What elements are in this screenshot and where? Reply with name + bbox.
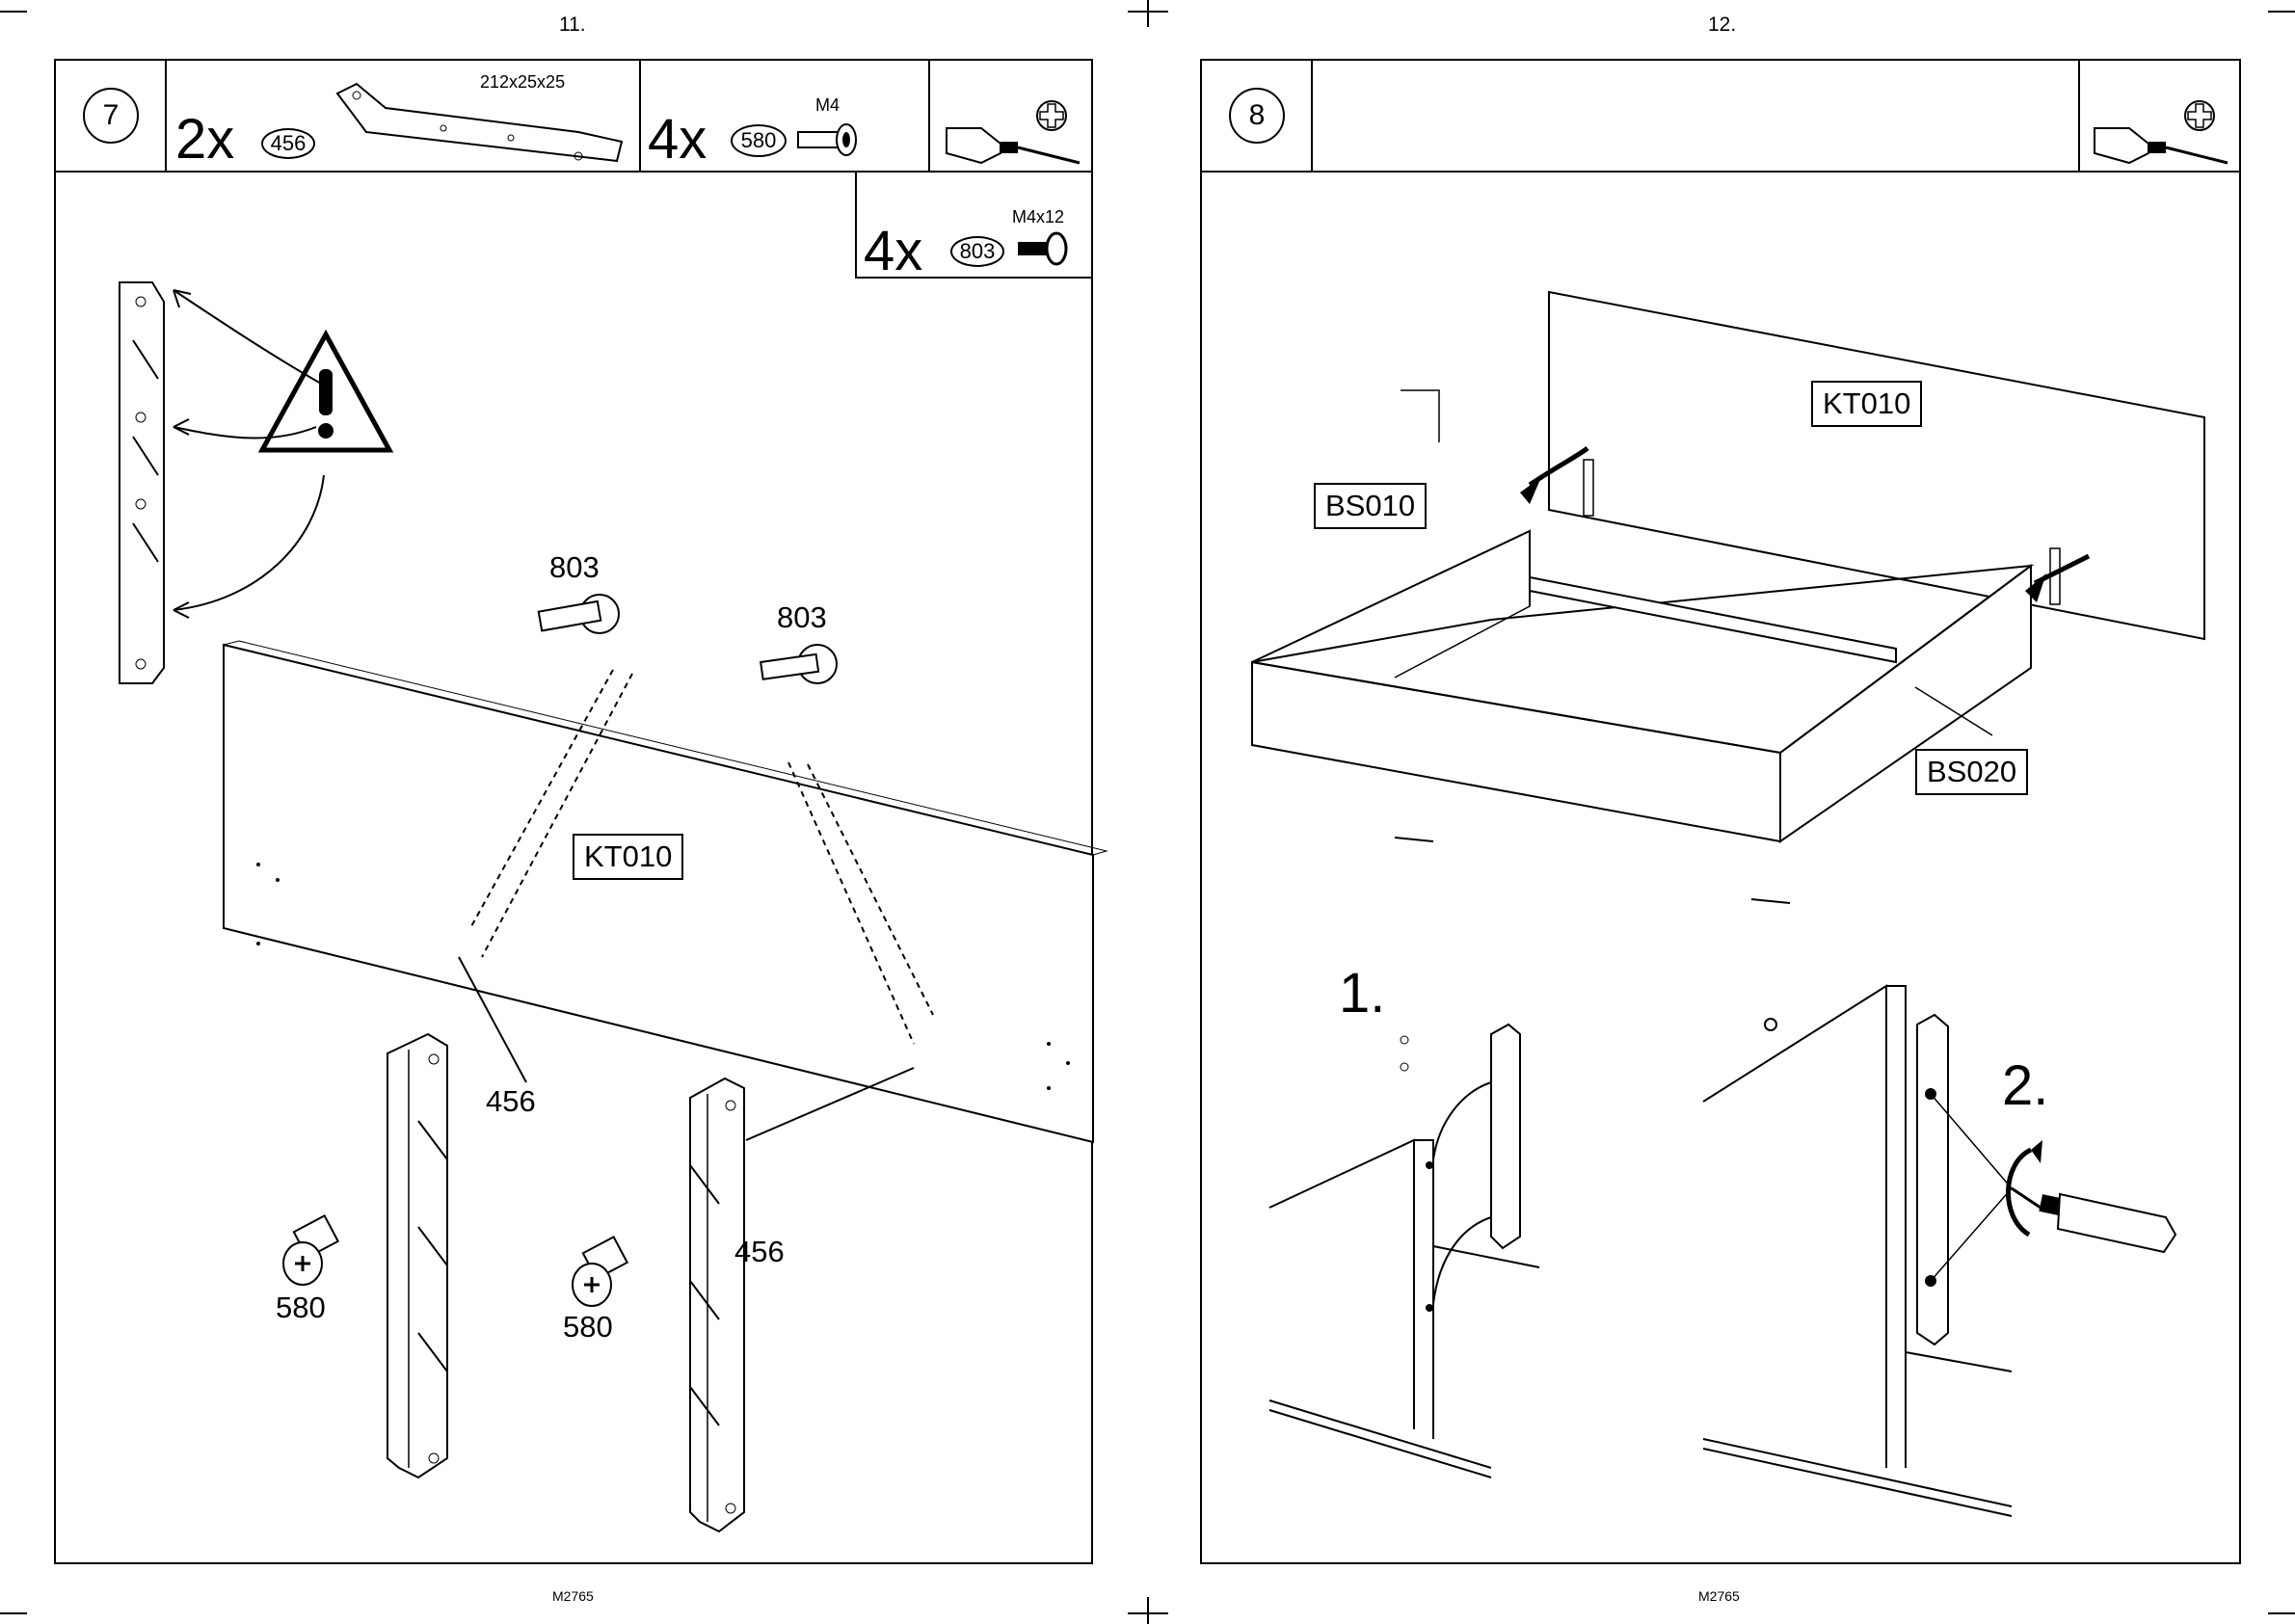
header-divider: [928, 61, 930, 171]
quantity-label: 2x: [175, 107, 234, 172]
part-number-badge: 580: [731, 124, 787, 157]
part-number-badge: 803: [950, 236, 1004, 267]
phillips-head-icon: [1035, 99, 1068, 132]
document-code: M2765: [552, 1588, 594, 1604]
screwdriver-tightening-detail: [1694, 928, 2195, 1506]
bracket-icon: [328, 74, 636, 161]
dowel-screw-icon: [532, 591, 628, 649]
bolt-580-icon: [563, 1238, 640, 1316]
part-number-badge: 456: [261, 128, 315, 159]
callout-number: 580: [563, 1310, 613, 1344]
trim-mark: [2268, 1612, 2295, 1614]
screw-icon: [796, 122, 864, 157]
header-divider: [1202, 171, 2239, 173]
document-code: M2765: [1698, 1588, 1740, 1604]
trim-mark: [0, 11, 27, 13]
dimension-label: M4: [815, 95, 840, 116]
instruction-panel-step-8: 8 KT010 BS010 BS020: [1200, 59, 2241, 1564]
bracket-hook-detail: [1260, 967, 1578, 1506]
part-label-box: BS020: [1915, 749, 2028, 795]
header-divider: [165, 61, 167, 171]
bracket-456-drawing: [680, 1078, 758, 1541]
quantity-label: 4x: [864, 219, 922, 283]
header-divider: [639, 61, 641, 171]
trim-mark: [0, 1612, 27, 1614]
page-number: 11.: [559, 13, 586, 37]
trim-mark: [1128, 1612, 1168, 1614]
trim-mark: [1147, 0, 1149, 27]
screw-icon: [1016, 230, 1074, 269]
callout-number: 456: [734, 1235, 785, 1269]
part-label-box: BS010: [1314, 483, 1427, 529]
header-divider: [2078, 61, 2080, 171]
quantity-label: 4x: [648, 107, 707, 172]
dimension-label: M4x12: [1012, 207, 1064, 227]
callout-number: 803: [549, 550, 600, 585]
bracket-456-drawing: [380, 1034, 457, 1487]
step-number: 7: [83, 88, 139, 144]
warning-arrows: [162, 282, 335, 629]
part-label-box: KT010: [573, 834, 683, 880]
callout-number: 803: [777, 600, 827, 635]
trim-mark: [1128, 11, 1168, 13]
page-number: 12.: [1708, 13, 1736, 37]
phillips-head-icon: [2183, 99, 2216, 132]
step-number: 8: [1229, 88, 1285, 144]
dowel-screw-icon: [760, 639, 856, 697]
bed-frame-assembly-drawing: [1241, 225, 2204, 918]
instruction-panel-step-7: 7 2x 456 212x25x25 4x 580 M4 4x 803 M4x1…: [54, 59, 1093, 1564]
trim-mark: [2268, 11, 2295, 13]
callout-number: 580: [276, 1291, 326, 1325]
header-divider: [1311, 61, 1313, 171]
trim-mark: [1147, 1597, 1149, 1624]
part-label-box: KT010: [1811, 381, 1922, 427]
kt010-panel-drawing: [220, 639, 1107, 1140]
callout-number: 456: [486, 1084, 536, 1119]
bolt-580-icon: [274, 1217, 351, 1294]
